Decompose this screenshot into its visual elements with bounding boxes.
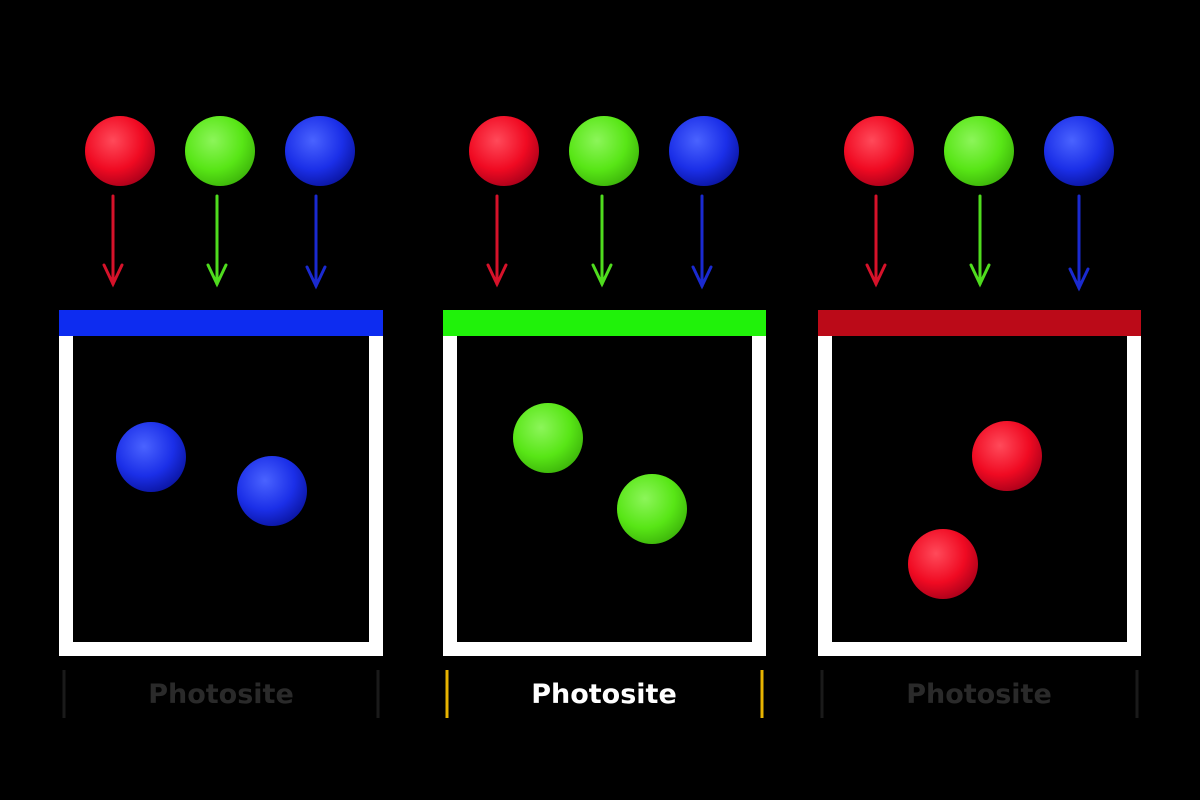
captured-blue-ball — [116, 422, 186, 492]
blue-arrow-icon — [305, 194, 327, 290]
photosite-label: Photosite — [531, 679, 677, 710]
captured-red-ball — [972, 421, 1042, 491]
red-arrow-icon — [486, 194, 508, 288]
red-arrow-icon — [865, 194, 887, 288]
incoming-red-light-ball — [469, 116, 539, 186]
blue-arrow-icon — [1068, 194, 1090, 292]
blue-arrow-icon — [691, 194, 713, 290]
incoming-red-light-ball — [844, 116, 914, 186]
incoming-blue-light-ball — [285, 116, 355, 186]
green-arrow-icon — [969, 194, 991, 288]
captured-red-ball — [908, 529, 978, 599]
color-filter-bar — [59, 310, 383, 336]
captured-green-ball — [617, 474, 687, 544]
incoming-green-light-ball — [944, 116, 1014, 186]
photosite-well — [443, 336, 766, 656]
photosite-well — [818, 336, 1141, 656]
photosite-label: Photosite — [906, 679, 1052, 710]
captured-blue-ball — [237, 456, 307, 526]
incoming-green-light-ball — [185, 116, 255, 186]
red-arrow-icon — [102, 194, 124, 288]
green-arrow-icon — [206, 194, 228, 288]
captured-green-ball — [513, 403, 583, 473]
color-filter-bar — [443, 310, 766, 336]
panel-red-filter: Photosite — [818, 116, 1141, 718]
color-filter-bar — [818, 310, 1141, 336]
green-arrow-icon — [591, 194, 613, 288]
panel-blue-filter: Photosite — [59, 116, 383, 718]
photosite-well — [59, 336, 383, 656]
incoming-blue-light-ball — [669, 116, 739, 186]
incoming-green-light-ball — [569, 116, 639, 186]
photosite-label: Photosite — [148, 679, 294, 710]
incoming-blue-light-ball — [1044, 116, 1114, 186]
incoming-red-light-ball — [85, 116, 155, 186]
panel-green-filter: Photosite — [443, 116, 766, 718]
